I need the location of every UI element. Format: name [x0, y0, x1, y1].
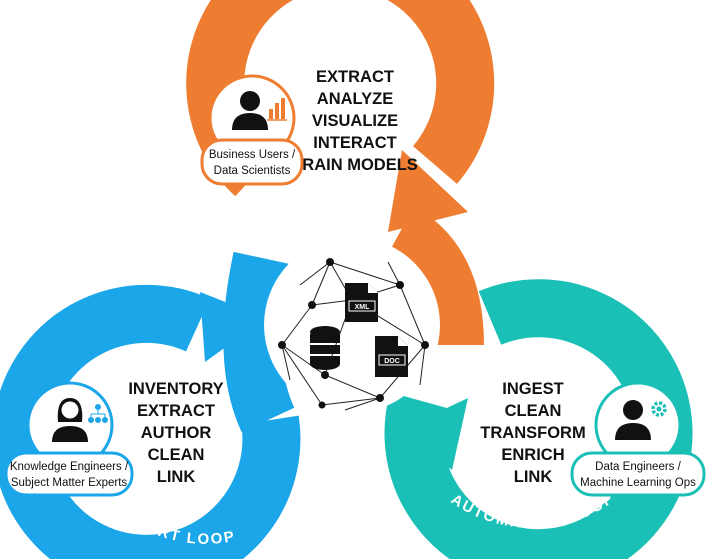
doc-document-icon: DOC [375, 336, 408, 377]
automation-step-clean: CLEAN [505, 402, 562, 420]
user-step-train-models: TRAIN MODELS [292, 156, 418, 174]
user-role-badge: Business Users / Data Scientists [200, 74, 304, 186]
automation-step-transform: TRANSFORM [480, 424, 585, 442]
person-with-hierarchy-icon [52, 398, 108, 442]
expert-step-link: LINK [157, 468, 196, 486]
xml-document-icon: XML [345, 283, 378, 322]
expert-role-line-1: Knowledge Engineers / [10, 461, 129, 473]
automation-role-line-2: Machine Learning Ops [580, 477, 696, 489]
expert-role-badge: Knowledge Engineers / Subject Matter Exp… [4, 381, 134, 497]
user-role-line-2: Data Scientists [214, 165, 291, 177]
user-step-visualize: VISUALIZE [312, 112, 398, 130]
user-loop-steps: EXTRACT ANALYZE VISUALIZE INTERACT TRAIN… [292, 68, 418, 174]
person-with-gear-icon [615, 400, 667, 440]
expert-loop-arrow-ring [0, 284, 301, 559]
automation-role-badge: Data Engineers / Machine Learning Ops [570, 381, 706, 497]
knowledge-graph-network-icon [264, 237, 440, 413]
svg-text:USER LOOP: USER LOOP [300, 4, 414, 35]
user-loop-lower-sweep [384, 206, 484, 346]
automation-role-line-1: Data Engineers / [595, 461, 681, 473]
automation-step-link: LINK [514, 468, 553, 486]
xml-document-label: XML [355, 304, 371, 311]
user-loop-arrowhead [388, 150, 468, 232]
user-loop-title: USER LOOP [300, 4, 412, 35]
expert-step-author: AUTHOR [141, 424, 212, 442]
user-step-extract: EXTRACT [316, 68, 394, 86]
automation-loop-arrowhead [400, 398, 468, 470]
expert-loop: EXPERT LOOP [0, 251, 301, 559]
automation-loop-steps: INGEST CLEAN TRANSFORM ENRICH LINK [480, 380, 585, 486]
expert-loop-upper-sweep [223, 251, 295, 433]
user-step-analyze: ANALYZE [317, 90, 393, 108]
database-icon [310, 326, 340, 370]
doc-document-label: DOC [384, 358, 400, 365]
automation-step-enrich: ENRICH [501, 446, 564, 464]
expert-loop-arrowhead [200, 292, 266, 362]
user-step-interact: INTERACT [313, 134, 396, 152]
expert-step-clean: CLEAN [148, 446, 205, 464]
expert-step-extract: EXTRACT [137, 402, 215, 420]
expert-step-inventory: INVENTORY [128, 380, 223, 398]
automation-step-ingest: INGEST [502, 380, 563, 398]
person-with-bar-chart-icon [232, 91, 287, 130]
user-role-line-1: Business Users / [209, 149, 296, 161]
expert-loop-steps: INVENTORY EXTRACT AUTHOR CLEAN LINK [128, 380, 223, 486]
automation-loop-arrow-ring [384, 279, 693, 559]
expert-role-line-2: Subject Matter Experts [11, 477, 128, 489]
